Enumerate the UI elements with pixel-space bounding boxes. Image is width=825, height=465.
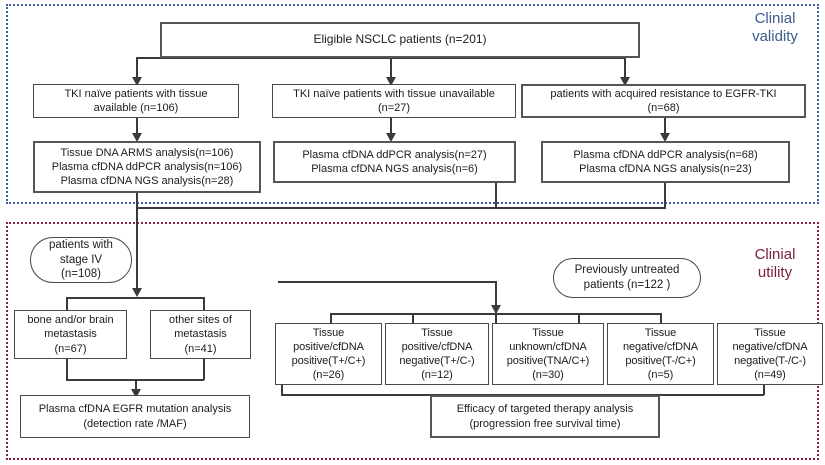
node-bone-brain-metastasis[interactable]: bone and/or brain metastasis (n=67) (14, 310, 127, 359)
node-analysis-tissue-unavailable[interactable]: Plasma cfDNA ddPCR analysis(n=27) Plasma… (273, 141, 516, 183)
connector-bone-down (66, 359, 68, 380)
connector-sub5-down (763, 385, 765, 395)
connector-metastasis-left-stem (66, 297, 68, 311)
node-tki-naive-tissue-unavailable[interactable]: TKI naïve patients with tissue unavailab… (272, 84, 516, 118)
arrow-to-egfr-mutation-analysis (131, 389, 141, 398)
connector-sub1-down (281, 385, 283, 395)
node-subgroup-tplus-cminus[interactable]: Tissue positive/cfDNA negative(T+/C-) (n… (385, 323, 489, 385)
connector-right-into-utility (495, 281, 497, 313)
arrow-to-plasma-ddpcr-68 (660, 133, 670, 142)
arrow-into-metastasis-split (132, 288, 142, 297)
connector-subgroup-stem-2 (412, 313, 414, 324)
arrow-to-tki-naive-unavailable (386, 77, 396, 86)
connector-subgroup-stem-3 (495, 313, 497, 324)
pill-stage-iv-patients[interactable]: patients with stage IV (n=108) (30, 237, 132, 283)
connector-right-to-subgroups (495, 207, 666, 209)
node-outcome-egfr-mutation-analysis[interactable]: Plasma cfDNA EGFR mutation analysis (det… (20, 395, 250, 438)
connector-subgroup-stem-5 (660, 313, 662, 324)
node-subgroup-tplus-cplus[interactable]: Tissue positive/cfDNA positive(T+/C+) (n… (275, 323, 382, 385)
pill-previously-untreated[interactable]: Previously untreated patients (n=122 ) (553, 258, 701, 298)
node-subgroup-tna-cplus[interactable]: Tissue unknown/cfDNA positive(TNA/C+) (n… (492, 323, 604, 385)
connector-t1c-to-t2c (664, 118, 666, 135)
node-eligible-patients[interactable]: Eligible NSCLC patients (n=201) (160, 22, 640, 58)
arrow-to-plasma-ddpcr-27 (386, 133, 396, 142)
connector-root-stem-left (136, 57, 138, 79)
connector-root-stem-right (624, 57, 626, 79)
connector-subgroup-merge (281, 394, 764, 396)
connector-metastasis-to-outcome (135, 379, 137, 391)
region-label-clinical-utility: Clinial utility (754, 246, 796, 281)
node-analysis-acquired-resistance[interactable]: Plasma cfDNA ddPCR analysis(n=68) Plasma… (541, 141, 790, 183)
arrow-into-subgroup-split (491, 305, 501, 314)
connector-right-bridge (278, 281, 497, 283)
node-outcome-efficacy-analysis[interactable]: Efficacy of targeted therapy analysis (p… (430, 395, 660, 438)
connector-t1a-to-t2a (136, 118, 138, 135)
connector-subgroup-stem-4 (578, 313, 580, 324)
arrow-to-tki-naive-available (132, 77, 142, 86)
node-acquired-resistance[interactable]: patients with acquired resistance to EGF… (521, 84, 806, 118)
connector-t1b-to-t2b (390, 118, 392, 135)
node-tki-naive-tissue-available[interactable]: TKI naïve patients with tissue available… (33, 84, 239, 118)
connector-subgroup-stem-1 (330, 313, 332, 324)
connector-t2b-down (495, 183, 497, 208)
region-label-clinical-validity: Clinial validity (752, 10, 798, 45)
node-subgroup-tminus-cminus[interactable]: Tissue negative/cfDNA negative(T-/C-) (n… (717, 323, 823, 385)
connector-other-down (203, 359, 205, 380)
node-other-metastasis[interactable]: other sites of metastasis (n=41) (150, 310, 251, 359)
region-clinical-validity (6, 4, 819, 204)
connector-left-into-utility (136, 207, 138, 293)
arrow-to-acquired-resistance (620, 77, 630, 86)
connector-t2c-down (664, 183, 666, 208)
arrow-to-tissue-dna-arms (132, 133, 142, 142)
connector-merge-to-metastasis (136, 207, 496, 209)
connector-t2a-down (136, 193, 138, 208)
connector-root-stem-mid (390, 57, 392, 79)
connector-metastasis-trunk (66, 297, 204, 299)
node-analysis-tissue-available[interactable]: Tissue DNA ARMS analysis(n=106) Plasma c… (33, 141, 261, 193)
node-subgroup-tminus-cplus[interactable]: Tissue negative/cfDNA positive(T-/C+) (n… (607, 323, 714, 385)
connector-metastasis-right-stem (203, 297, 205, 311)
